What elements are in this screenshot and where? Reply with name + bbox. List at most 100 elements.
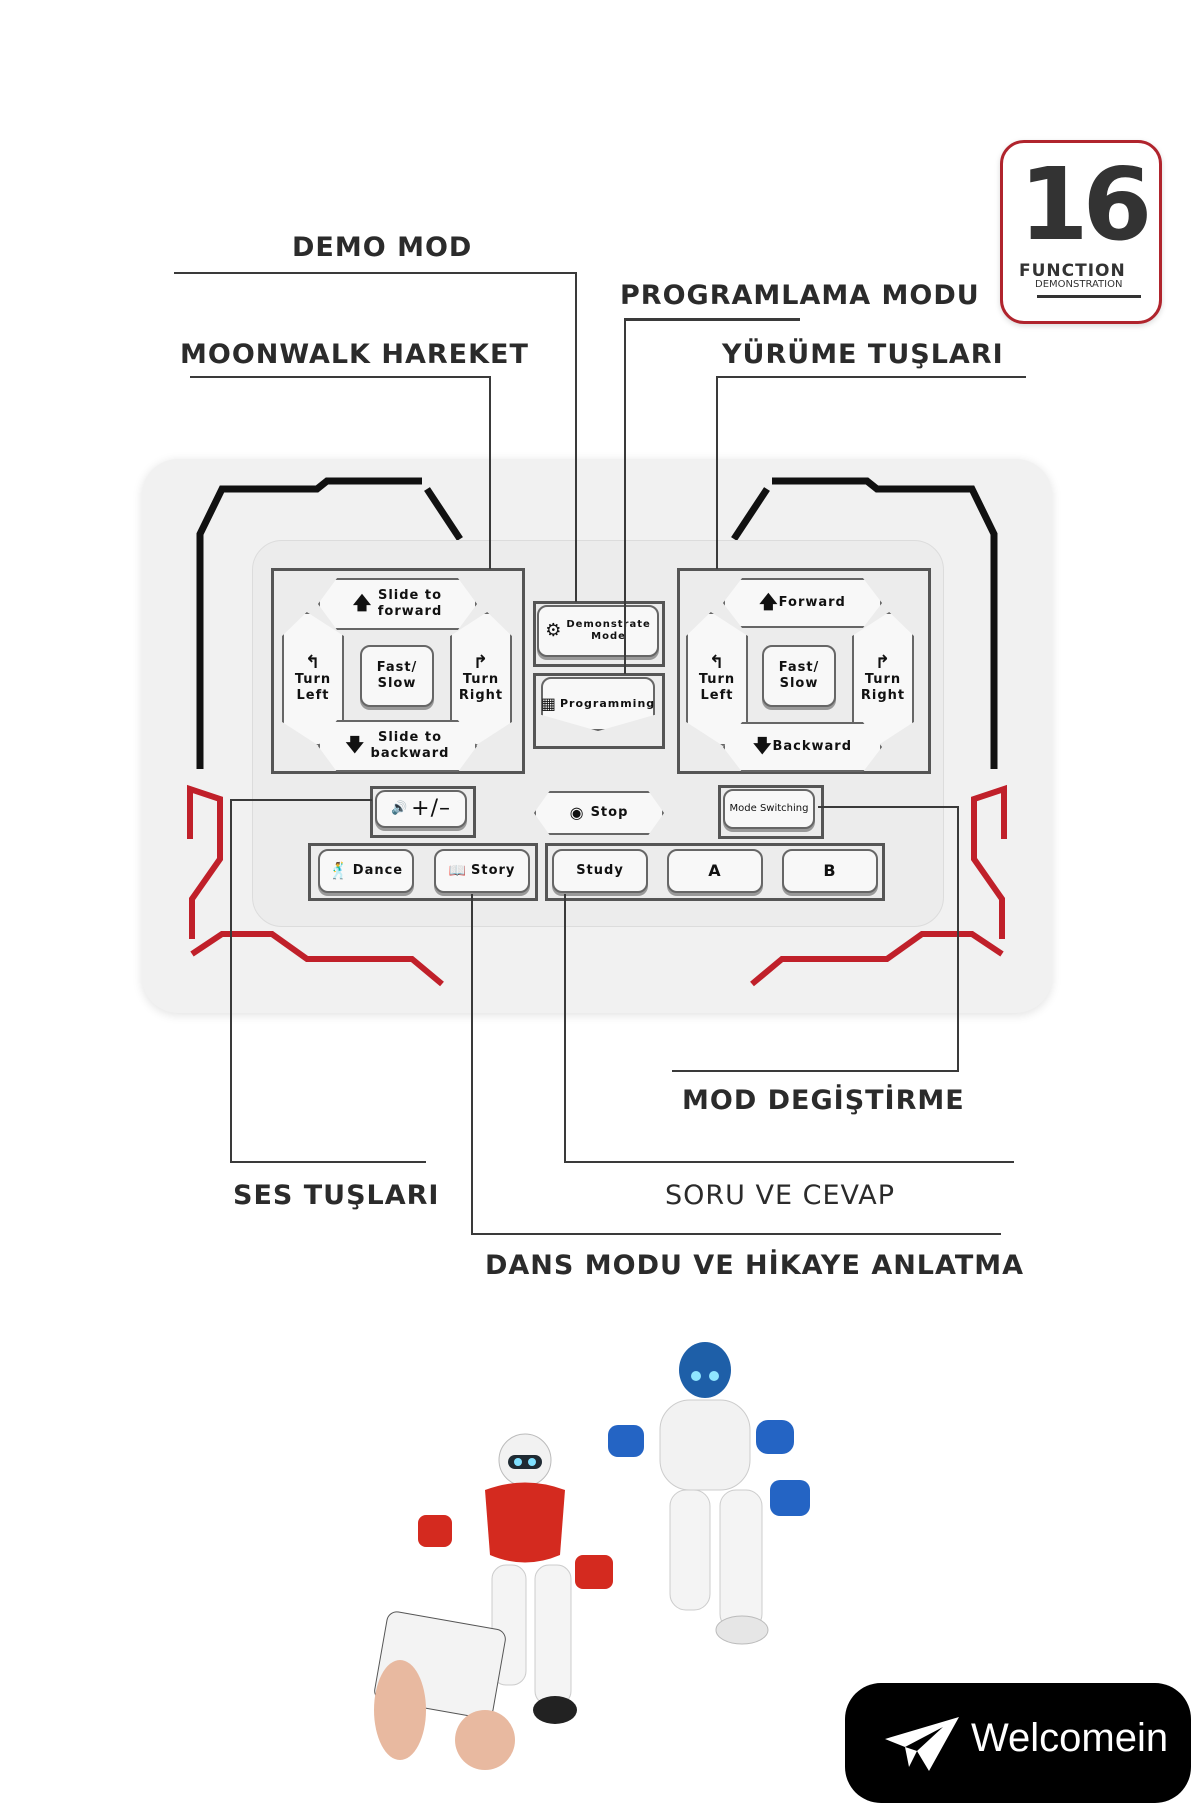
story-button[interactable]: 📖Story xyxy=(434,849,530,893)
arrow-up-icon: 🡅 xyxy=(759,592,779,613)
logo-function-text: FUNCTION xyxy=(1019,261,1126,281)
trim-red-bottom-left xyxy=(190,931,444,987)
leader-mode-v xyxy=(957,806,959,1071)
trim-black-diag-right xyxy=(731,487,770,541)
leader-prog-h xyxy=(624,318,800,321)
logo-demonstration-text: DEMONSTRATION xyxy=(1035,279,1123,290)
slide-backward-label2: backward xyxy=(370,746,450,761)
dance-story-group xyxy=(308,843,538,901)
trim-black-top-left xyxy=(196,477,422,769)
fast-label: Fast/ xyxy=(376,660,418,675)
turn-right-label2: Right xyxy=(458,688,504,703)
turn-right-label1: Turn xyxy=(864,672,902,687)
arrow-up-icon: 🡅 xyxy=(352,593,373,614)
moonwalk-group xyxy=(271,568,525,774)
leader-moonwalk-v xyxy=(489,376,491,569)
study-ab-group xyxy=(545,843,885,901)
stop-circle-icon: ◉ xyxy=(569,803,585,822)
leader-demo-v xyxy=(575,272,577,602)
turn-left-button-right[interactable]: ↰ Turn Left xyxy=(686,612,748,746)
volume-group xyxy=(370,786,476,838)
mode-switching-button[interactable]: Mode Switching xyxy=(723,789,815,829)
leader-ses-h2 xyxy=(230,1161,426,1163)
leader-mode-h2 xyxy=(672,1070,959,1072)
callout-yurume-tuslari: YÜRÜME TUŞLARI xyxy=(722,339,1004,370)
mode-switching-group xyxy=(718,785,824,839)
backward-label: Backward xyxy=(772,739,853,754)
slow-label: Slow xyxy=(779,676,819,691)
trim-red-left xyxy=(187,784,223,939)
hand-held-remote xyxy=(374,1611,515,1770)
callout-moonwalk-hareket: MOONWALK HAREKET xyxy=(180,339,529,370)
backward-button[interactable]: 🡇Backward xyxy=(723,722,882,772)
story-label: Story xyxy=(471,863,516,878)
programming-label: Programming xyxy=(559,697,656,710)
turn-right-icon: ↱ xyxy=(472,652,490,673)
arrow-down-icon: 🡇 xyxy=(752,736,773,757)
leader-ses-v xyxy=(230,799,232,1162)
mode-switching-label: Mode Switching xyxy=(729,803,809,814)
demonstrate-label2: Mode xyxy=(591,631,626,642)
study-label: Study xyxy=(576,863,624,878)
fast-slow-button-right[interactable]: Fast/ Slow xyxy=(762,645,836,707)
logo-underline xyxy=(1037,295,1141,298)
callout-dans-modu: DANS MODU VE HİKAYE ANLATMA xyxy=(485,1250,1024,1281)
demonstrate-label1: Demonstrate xyxy=(566,619,651,630)
paper-plane-icon xyxy=(885,1717,959,1771)
slide-forward-label2: forward xyxy=(377,604,443,619)
leader-moonwalk-h xyxy=(190,376,490,378)
trim-black-top-right xyxy=(772,477,998,769)
stop-label: Stop xyxy=(590,805,629,820)
fast-slow-button-left[interactable]: Fast/ Slow xyxy=(360,645,434,707)
b-label: B xyxy=(823,861,837,880)
a-button[interactable]: A xyxy=(667,849,763,893)
slide-backward-label1: Slide to xyxy=(377,730,443,745)
arrow-down-icon: 🡇 xyxy=(345,735,366,756)
programming-group xyxy=(533,673,665,749)
b-button[interactable]: B xyxy=(782,849,878,893)
leader-yurume-v xyxy=(716,376,718,569)
callout-mod-degistirme: MOD DEGİŞTİRME xyxy=(682,1085,965,1116)
a-label: A xyxy=(708,861,722,880)
film-reel-icon: ⚙ xyxy=(545,620,563,641)
speaker-icon: 🔊 xyxy=(390,801,409,816)
turn-right-label2: Right xyxy=(860,688,906,703)
study-button[interactable]: Study xyxy=(552,849,648,893)
trim-black-diag-left xyxy=(424,487,463,541)
turn-left-label2: Left xyxy=(700,688,734,703)
turn-left-icon: ↰ xyxy=(708,652,726,673)
leader-prog-v xyxy=(624,318,626,674)
turn-left-label1: Turn xyxy=(698,672,736,687)
stop-button[interactable]: ◉ Stop xyxy=(534,791,664,835)
leader-mode-h xyxy=(818,806,958,808)
dance-button[interactable]: 🕺Dance xyxy=(318,849,414,893)
dance-label: Dance xyxy=(352,863,404,878)
turn-left-button-left[interactable]: ↰ Turn Left xyxy=(282,612,344,746)
turn-left-icon: ↰ xyxy=(304,652,322,673)
book-icon: 📖 xyxy=(448,863,468,879)
dancer-icon: 🕺 xyxy=(328,861,350,880)
leader-soru-v xyxy=(564,894,566,1162)
leader-ses-h xyxy=(230,799,372,801)
fast-label: Fast/ xyxy=(778,660,820,675)
trim-red-bottom-right xyxy=(750,931,1004,987)
red-robot xyxy=(418,1433,613,1724)
leader-demo-h xyxy=(174,272,576,274)
turn-left-label2: Left xyxy=(296,688,330,703)
volume-button[interactable]: 🔊+/– xyxy=(375,790,467,828)
callout-ses-tuslari: SES TUŞLARI xyxy=(233,1180,440,1211)
slow-label: Slow xyxy=(377,676,417,691)
volume-label: +/– xyxy=(411,796,452,821)
callout-programlama-modu: PROGRAMLAMA MODU xyxy=(620,280,980,311)
leader-soru-h xyxy=(564,1161,1014,1163)
leader-yurume-h xyxy=(716,376,1026,378)
leader-dans-v xyxy=(471,894,473,1234)
slide-forward-label1: Slide to xyxy=(377,588,443,603)
welcomein-label: Welcomein xyxy=(971,1716,1169,1760)
leader-dans-h xyxy=(471,1233,1001,1235)
forward-button[interactable]: 🡅Forward xyxy=(723,578,882,628)
trim-red-right xyxy=(971,784,1007,939)
